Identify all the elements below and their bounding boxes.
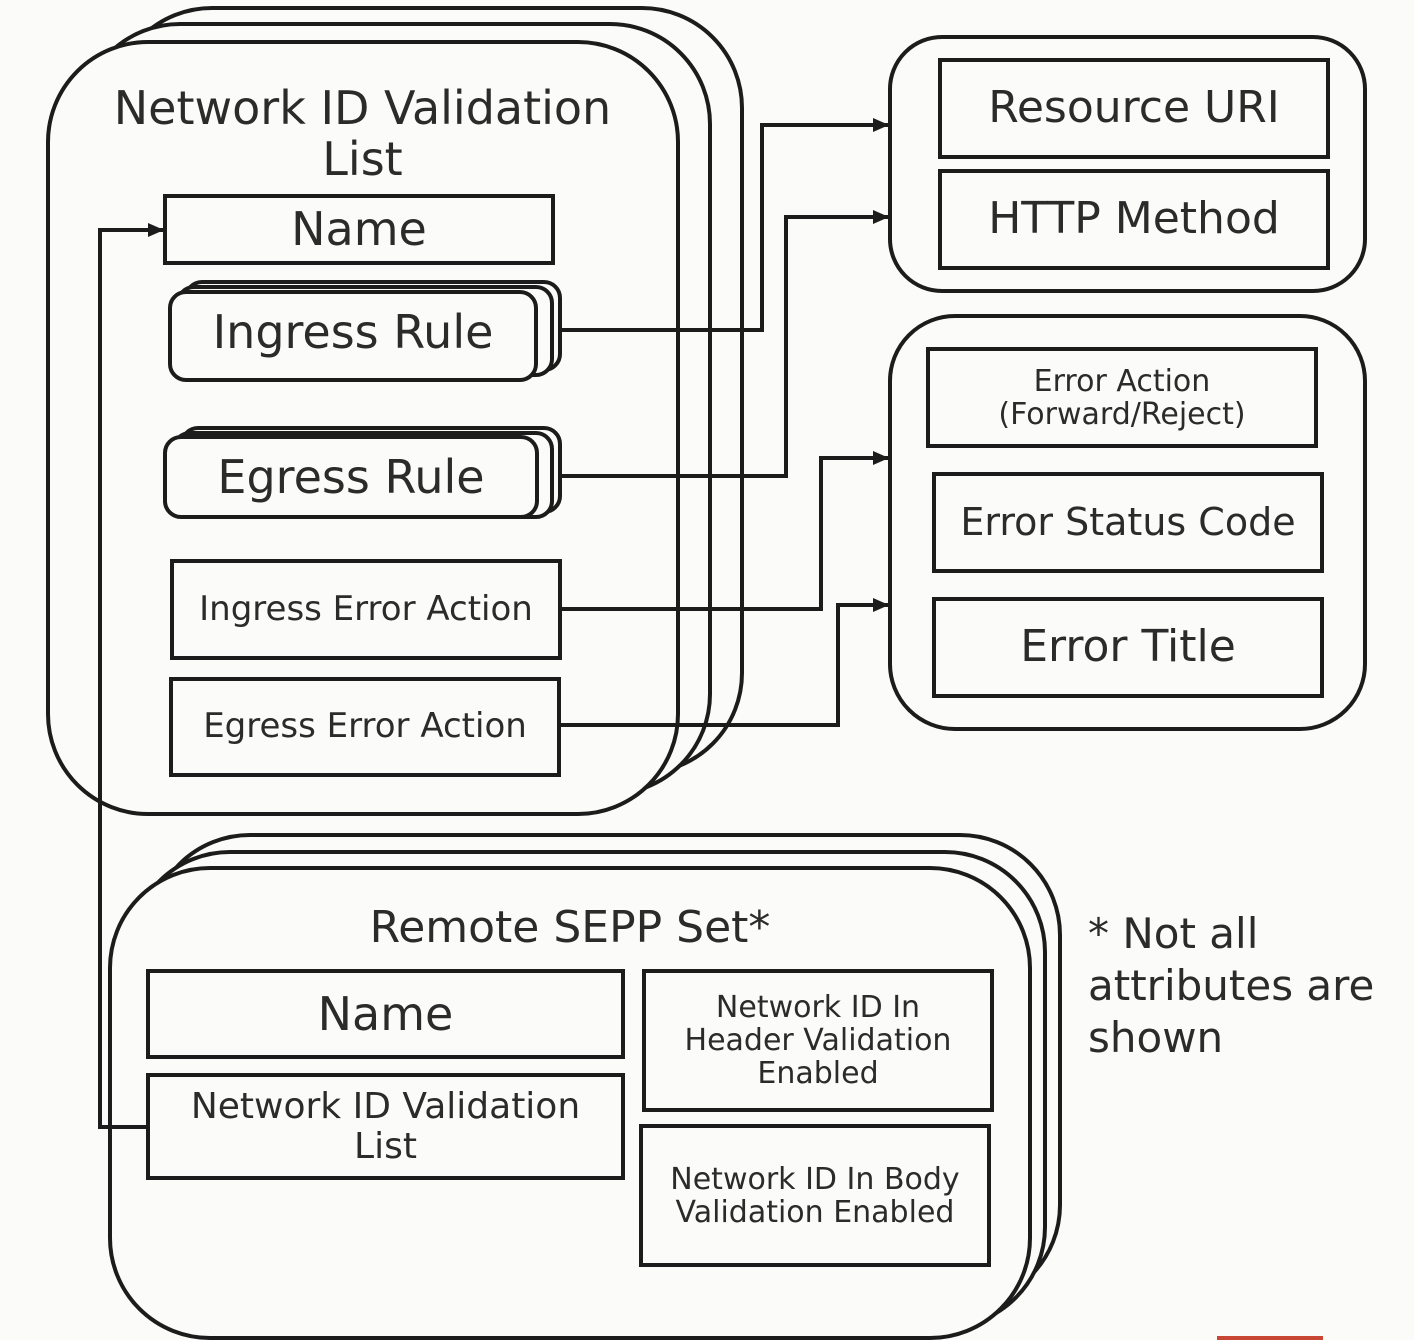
body-validation-label: Network ID In Body Validation Enabled <box>670 1161 960 1230</box>
ingress-rule-connector <box>560 118 889 332</box>
sepp-title: Remote SEPP Set* <box>369 901 771 953</box>
error-title-label: Error Title <box>1020 621 1236 673</box>
sepp-nidvl-label: Network ID Validation List <box>190 1085 581 1167</box>
resource-uri-box <box>938 58 1330 159</box>
sepp-to-nidvl-connector <box>98 223 164 1129</box>
egress-error-action-connector <box>559 598 889 727</box>
egress-error-action-box <box>169 677 561 777</box>
error-title-box <box>932 597 1324 698</box>
accent-mark <box>1217 1336 1323 1340</box>
error-action-box <box>926 347 1318 448</box>
header-validation-label: Network ID In Header Validation Enabled <box>684 990 952 1091</box>
nidvl-name-box <box>163 194 555 265</box>
error-status-code-box <box>932 472 1324 573</box>
ingress-rule-box <box>168 290 538 382</box>
egress-error-action-label: Egress Error Action <box>203 706 527 747</box>
body-validation-box <box>639 1124 991 1267</box>
ingress-error-action-box <box>170 559 562 660</box>
sepp-name-label: Name <box>317 986 454 1041</box>
ingress-rule-label: Ingress Rule <box>212 304 494 359</box>
egress-rule-label: Egress Rule <box>217 449 485 504</box>
ingress-error-action-label: Ingress Error Action <box>199 588 533 629</box>
resource-uri-label: Resource URI <box>988 82 1280 134</box>
http-method-box <box>938 169 1330 270</box>
footnote: * Not all attributes are shown <box>1088 909 1375 1062</box>
egress-rule-connector <box>560 210 889 478</box>
http-method-label: HTTP Method <box>988 193 1280 245</box>
ingress-error-action-connector <box>560 451 889 611</box>
egress-rule-box <box>163 435 539 519</box>
nidvl-title: Network ID Validation List <box>113 81 612 186</box>
error-action-label: Error Action (Forward/Reject) <box>998 363 1246 432</box>
sepp-name-box <box>146 969 625 1059</box>
error-status-code-label: Error Status Code <box>960 499 1296 544</box>
header-validation-box <box>642 969 994 1112</box>
nidvl-name-label: Name <box>291 202 427 257</box>
